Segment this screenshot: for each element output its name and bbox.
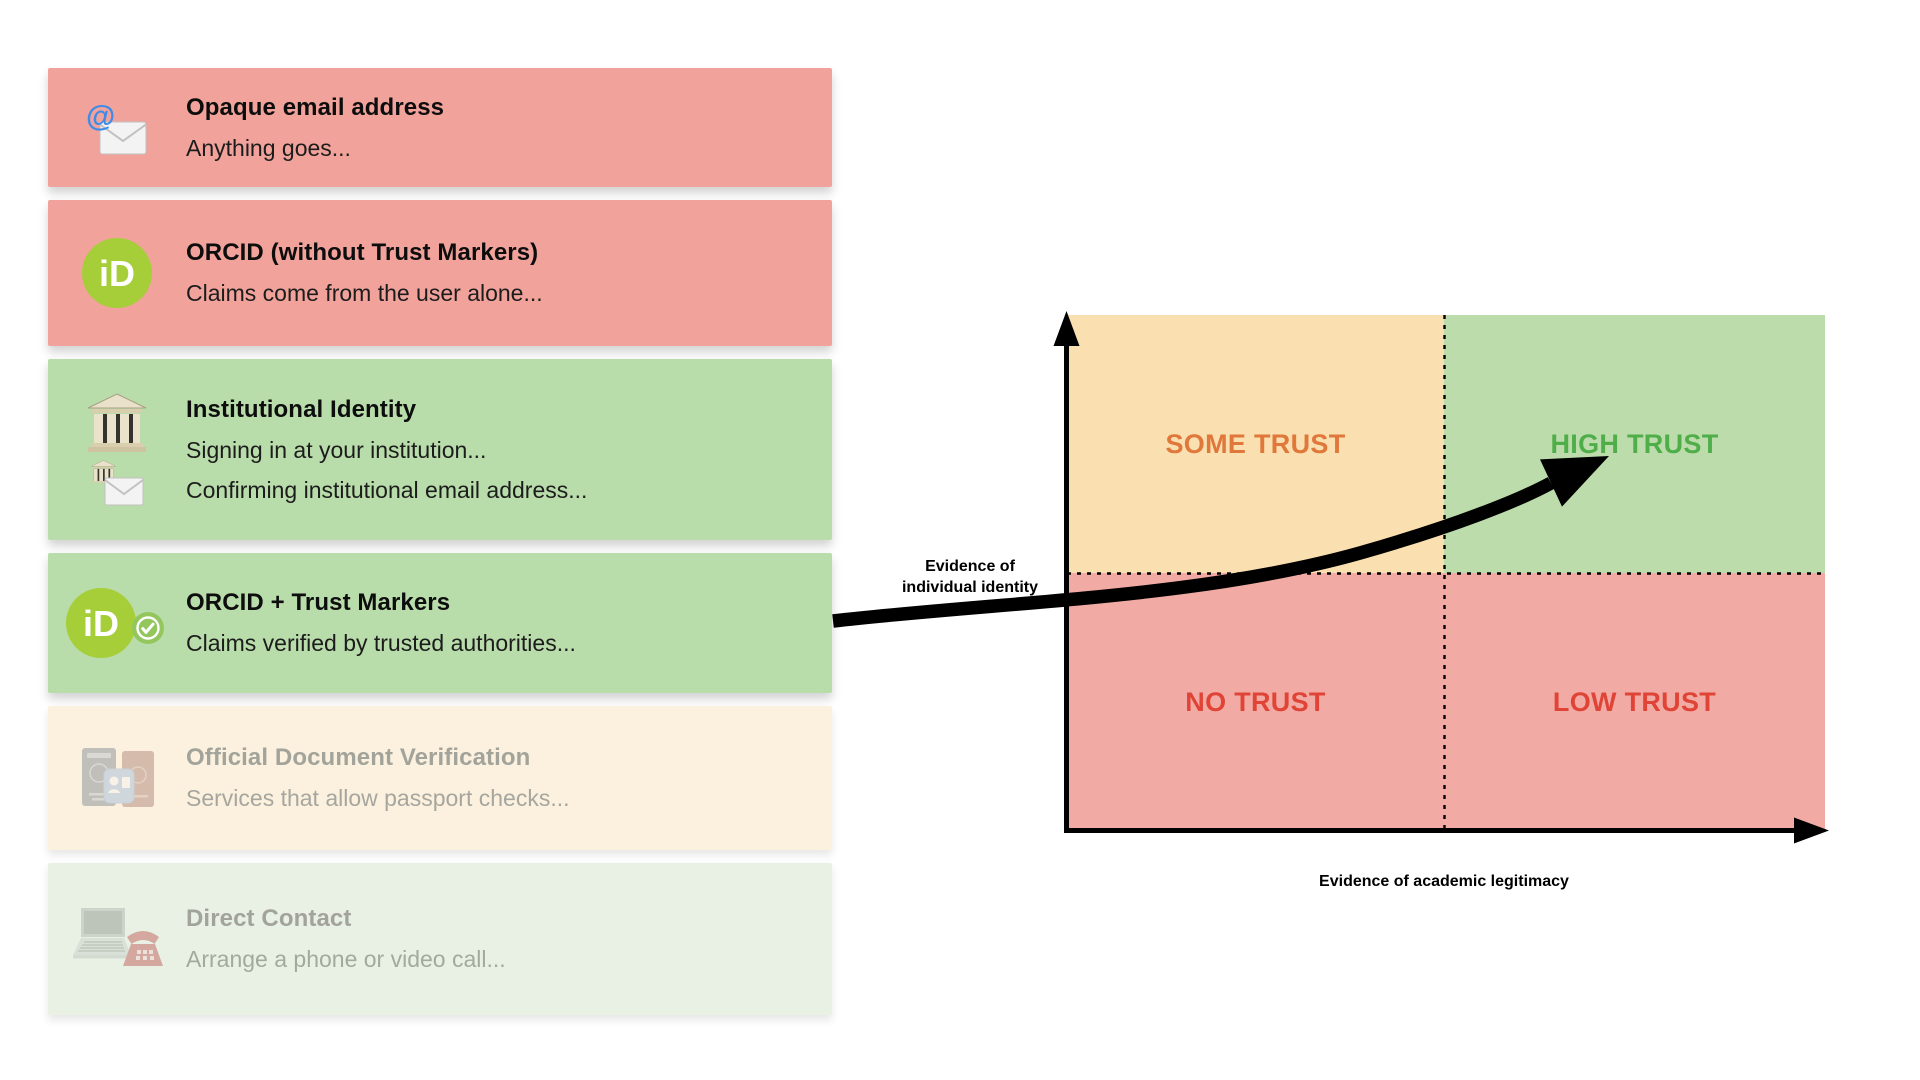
y-axis-label: Evidence of individual identity [850, 556, 1090, 598]
svg-text:@: @ [86, 100, 115, 133]
card-text: Opaque email address Anything goes... [186, 94, 832, 162]
identity-methods-list: @ Opaque email address Anything goes... … [48, 68, 832, 1015]
card-line: Arrange a phone or video call... [186, 946, 506, 972]
quadrant-label: NO TRUST [1185, 687, 1326, 717]
quadrant-no-trust: NO TRUST [1067, 573, 1444, 832]
y-axis-label-line2: individual identity [901, 579, 1038, 596]
card-line: Claims verified by trusted authorities..… [186, 630, 576, 656]
card-title: Direct Contact [186, 905, 352, 932]
card-line: Signing in at your institution... [186, 436, 487, 463]
institution-icon [48, 393, 186, 506]
card-title: ORCID (without Trust Markers) [186, 239, 539, 266]
quadrant-label: HIGH TRUST [1550, 428, 1719, 459]
card-text: ORCID + Trust Markers Claims verified by… [186, 589, 832, 657]
quadrant-some-trust: SOME TRUST [1067, 315, 1444, 573]
card-line: Claims come from the user alone... [186, 280, 543, 306]
passports-icon [48, 745, 186, 811]
quadrant-label: LOW TRUST [1552, 687, 1717, 717]
card-orcid-trust-markers: iD ORCID + Trust Markers Claims verified… [48, 553, 832, 693]
card-line: Services that allow passport checks... [186, 785, 570, 811]
x-axis-label: Evidence of academic legitimacy [1319, 873, 1569, 890]
card-official-document-verification: Official Document Verification Services … [48, 706, 832, 850]
trust-quadrant-chart: SOME TRUST HIGH TRUST NO TRUST LOW TRUST [1067, 315, 1825, 832]
card-text: Institutional Identity Signing in at you… [186, 396, 832, 504]
card-institutional-identity: Institutional Identity Signing in at you… [48, 359, 832, 540]
card-text: ORCID (without Trust Markers) Claims com… [186, 239, 832, 307]
card-title: ORCID + Trust Markers [186, 589, 451, 616]
institution-mail-icon [91, 460, 144, 506]
card-text: Official Document Verification Services … [186, 744, 832, 812]
orcid-verified-icon: iD [48, 586, 186, 660]
card-title: Official Document Verification [186, 744, 531, 771]
quadrant-high-trust: HIGH TRUST [1444, 315, 1825, 573]
laptop-phone-icon [48, 906, 186, 972]
y-axis-label-line1: Evidence of [925, 558, 1015, 575]
card-opaque-email: @ Opaque email address Anything goes... [48, 68, 832, 187]
card-text: Direct Contact Arrange a phone or video … [186, 905, 832, 973]
email-at-icon: @ [48, 99, 186, 157]
card-line: Confirming institutional email address..… [186, 476, 588, 503]
quadrant-low-trust: LOW TRUST [1444, 573, 1825, 832]
card-title: Opaque email address [186, 93, 445, 121]
svg-text:iD: iD [99, 253, 135, 294]
card-title: Institutional Identity [186, 395, 417, 423]
orcid-icon: iD [48, 236, 186, 310]
card-orcid-without-trust-markers: iD ORCID (without Trust Markers) Claims … [48, 200, 832, 346]
quadrant-label: SOME TRUST [1165, 428, 1346, 459]
svg-text:iD: iD [83, 603, 119, 644]
card-line: Anything goes... [186, 134, 351, 161]
card-direct-contact: Direct Contact Arrange a phone or video … [48, 863, 832, 1015]
